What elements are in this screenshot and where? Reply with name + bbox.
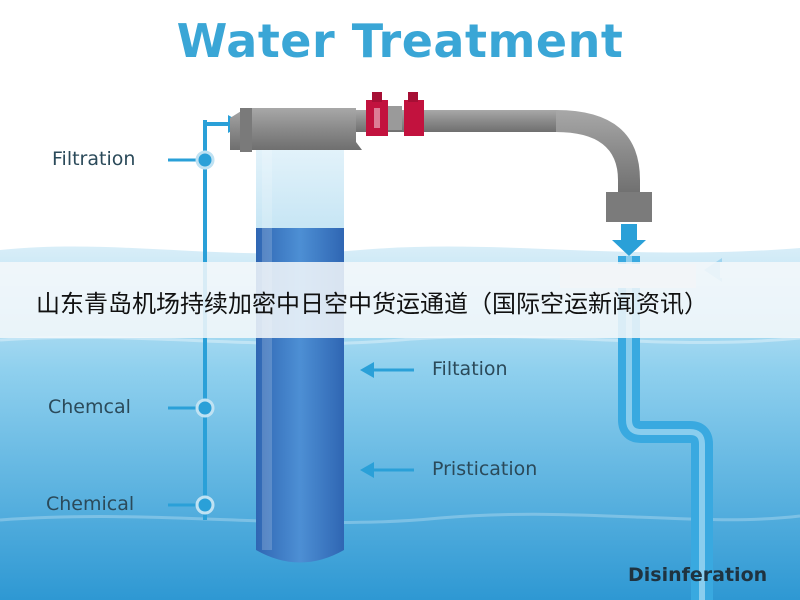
diagram-title: Water Treatment (176, 14, 624, 68)
label-pristication: Pristication (432, 458, 538, 480)
overlay-banner (0, 262, 800, 338)
inlet-head (230, 108, 362, 152)
arrow-left-icon (360, 362, 414, 378)
banner-headline: 山东青岛机场持续加密中日空中货运通道（国际空运新闻资讯） (36, 290, 708, 318)
arrow-down-icon (612, 224, 646, 256)
marker-dot (195, 398, 215, 418)
main-tube (256, 150, 344, 563)
label-filtration: Filtration (52, 148, 136, 170)
label-filtation: Filtation (432, 358, 508, 380)
marker-dot (195, 495, 215, 515)
valve-icon (366, 92, 424, 136)
label-disinferation: Disinferation (628, 564, 768, 586)
label-chemical: Chemical (46, 493, 135, 515)
arrow-left-icon (360, 462, 414, 478)
outlet-flow (618, 256, 713, 600)
marker-dot (195, 150, 215, 170)
label-chemcal: Chemcal (48, 396, 131, 418)
